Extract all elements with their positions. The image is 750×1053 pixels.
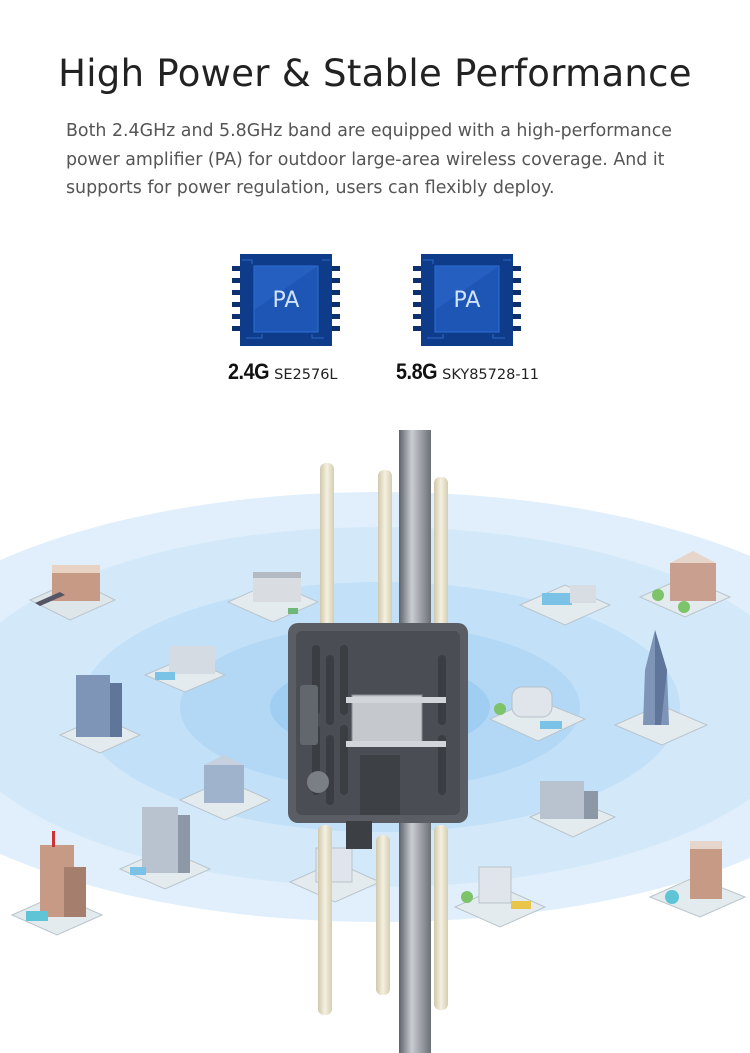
antennas-bottom xyxy=(318,825,448,1015)
pa-chip-2g4: PA xyxy=(232,250,340,350)
chip-icon xyxy=(413,254,521,346)
description-line: power amplifier (PA) for outdoor large-a… xyxy=(66,149,665,170)
ap-device xyxy=(288,623,468,849)
antennas-top xyxy=(320,463,448,637)
chip-label-5g8: 5.8G SKY85728-11 xyxy=(396,359,539,385)
description-line: Both 2.4GHz and 5.8GHz band are equipped… xyxy=(66,121,672,141)
description: Both 2.4GHz and 5.8GHz band are equipped… xyxy=(66,117,716,203)
chip-text: PA xyxy=(272,287,300,313)
coverage-scene xyxy=(0,430,750,1053)
chip-label-2g4: 2.4G SE2576L xyxy=(228,359,338,385)
description-line: supports for power regulation, users can… xyxy=(66,178,555,198)
band-label: 2.4G xyxy=(228,359,270,384)
band-label: 5.8G xyxy=(396,359,438,384)
page-title: High Power & Stable Performance xyxy=(58,52,692,95)
model-label: SE2576L xyxy=(274,367,338,383)
building-tiles xyxy=(10,551,747,936)
chip-text: PA xyxy=(453,287,481,313)
pa-chip-5g8: PA xyxy=(413,250,521,350)
chip-icon xyxy=(232,254,340,346)
coverage-illustration xyxy=(0,425,750,1053)
model-label: SKY85728-11 xyxy=(442,367,540,383)
